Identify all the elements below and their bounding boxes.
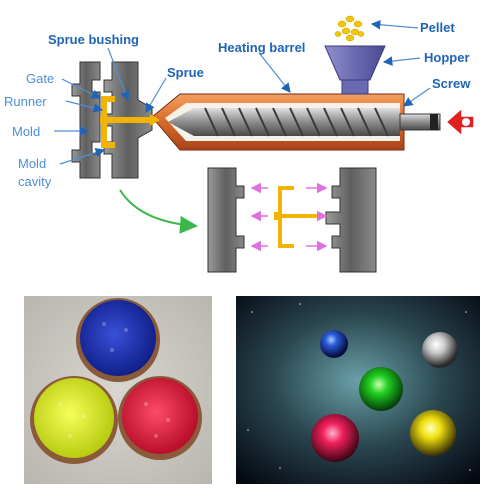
screw: [168, 107, 441, 137]
pellet-icon: [334, 15, 365, 42]
sphere-blue: [320, 330, 348, 358]
label-sprue: Sprue: [167, 65, 204, 80]
label-runner: Runner: [4, 94, 47, 109]
pellet-bowls-photo: [24, 296, 212, 484]
label-mold-cavity-line2: cavity: [18, 174, 52, 189]
glowing-spheres-photo: [236, 296, 480, 484]
bowl-yellow: [30, 376, 118, 464]
machine-diagram: Sprue bushing Pellet Heating barrel Hopp…: [4, 15, 475, 273]
label-hopper: Hopper: [424, 50, 470, 65]
runner: [100, 96, 160, 148]
plunger-icon: [444, 106, 475, 138]
label-pellet: Pellet: [420, 20, 455, 35]
label-screw: Screw: [432, 76, 471, 91]
sphere-yellow: [410, 410, 456, 456]
label-mold-cavity-line1: Mold: [18, 156, 46, 171]
green-arrow: [119, 189, 198, 234]
hopper: [324, 45, 386, 95]
bowl-blue: [76, 298, 160, 382]
bowl-red: [118, 376, 202, 460]
sphere-green: [359, 367, 403, 411]
label-mold: Mold: [12, 124, 40, 139]
label-sprue-bushing: Sprue bushing: [48, 32, 139, 47]
sphere-white: [422, 332, 458, 368]
label-heating-barrel: Heating barrel: [218, 40, 305, 55]
sphere-red: [311, 414, 359, 462]
label-gate: Gate: [26, 71, 54, 86]
mold-ejection-detail: [207, 167, 377, 273]
